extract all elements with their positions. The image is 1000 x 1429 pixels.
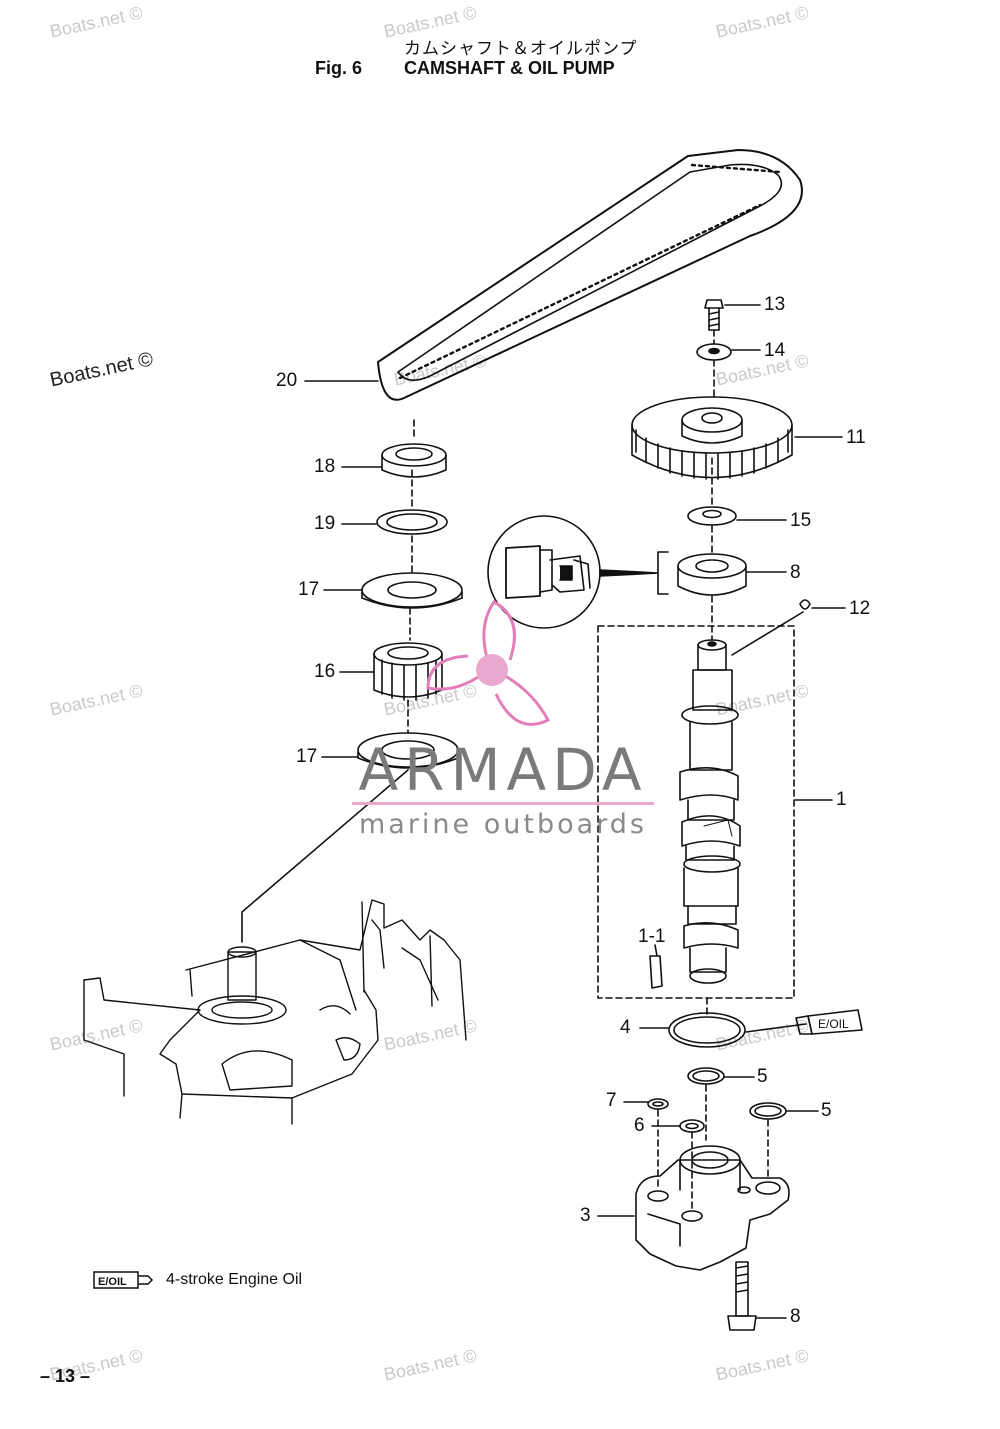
woodruff-key [799, 599, 811, 610]
camshaft-pulley [631, 396, 793, 480]
seal-detail-view [487, 515, 601, 629]
part-label-18: 18 [314, 456, 336, 477]
part-label-1-1: 1-1 [638, 926, 666, 947]
o-ring-small [687, 1067, 725, 1085]
page-number: – 13 – [40, 1366, 91, 1386]
oil-tube-icon: E/OIL [93, 1271, 154, 1289]
bolt [704, 299, 724, 331]
part-label-1: 1 [836, 789, 847, 810]
oil-pump [635, 1145, 790, 1271]
part-label-16: 16 [314, 661, 336, 682]
detail-bracket [657, 551, 669, 595]
part-label-19: 19 [314, 513, 336, 534]
title-japanese: カムシャフト＆オイルポンプ [404, 39, 638, 59]
pump-bolt [727, 1261, 757, 1331]
part-label-4: 4 [620, 1017, 631, 1038]
leader-line [745, 1023, 807, 1033]
camshaft [679, 639, 741, 984]
leader-line [654, 944, 658, 957]
part-label-10: 8 [790, 562, 801, 583]
part-label-13: 13 [764, 294, 786, 315]
o-ring-small [749, 1102, 787, 1120]
brand-name: ARMADA [358, 736, 648, 804]
tube-label: E/OIL [818, 1017, 849, 1031]
leader-line [731, 611, 804, 656]
part-label-20: 20 [276, 370, 298, 391]
brand-watermark: ARMADA marine outboards [348, 740, 658, 840]
propeller-logo [426, 600, 551, 726]
o-ring-tiny [679, 1119, 705, 1133]
legend-icon-text: E/OIL [98, 1276, 127, 1288]
o-ring-large [668, 1012, 746, 1048]
part-label-5: 5 [821, 1100, 832, 1121]
part-label-8: 8 [790, 1306, 801, 1327]
part-label-11: 11 [846, 427, 866, 448]
page-title: CAMSHAFT & OIL PUMP [404, 58, 615, 78]
part-label-15: 15 [790, 510, 812, 531]
cylinder-block [83, 899, 467, 1125]
brand-divider [352, 802, 654, 805]
camshaft-assembly-box [597, 625, 795, 999]
crankshaft-pulley-gear [373, 642, 443, 701]
part-label-3: 3 [580, 1205, 591, 1226]
timing-belt [377, 149, 803, 401]
part-label-6: 6 [634, 1115, 645, 1136]
o-ring-tiny [647, 1098, 669, 1110]
figure-number: Fig. 6 [315, 58, 363, 78]
oil-seal [677, 553, 747, 596]
dowel-pin [649, 955, 663, 989]
part-label-5: 5 [757, 1066, 768, 1087]
detail-pointer [599, 569, 659, 577]
engine-oil-tube [795, 1009, 863, 1035]
legend-text: 4-stroke Engine Oil [166, 1271, 303, 1288]
part-label-17: 17 [296, 746, 318, 767]
part-label-17: 17 [298, 579, 320, 600]
part-label-14: 14 [764, 340, 786, 361]
lock-nut [381, 443, 447, 478]
legend: E/OIL 4-stroke Engine Oil [92, 1268, 302, 1292]
part-label-7: 7 [606, 1090, 617, 1111]
thrust-washer [687, 506, 737, 526]
brand-subtitle: marine outboards [358, 809, 647, 840]
part-label-12: 12 [849, 598, 871, 619]
lock-washer [376, 509, 448, 535]
